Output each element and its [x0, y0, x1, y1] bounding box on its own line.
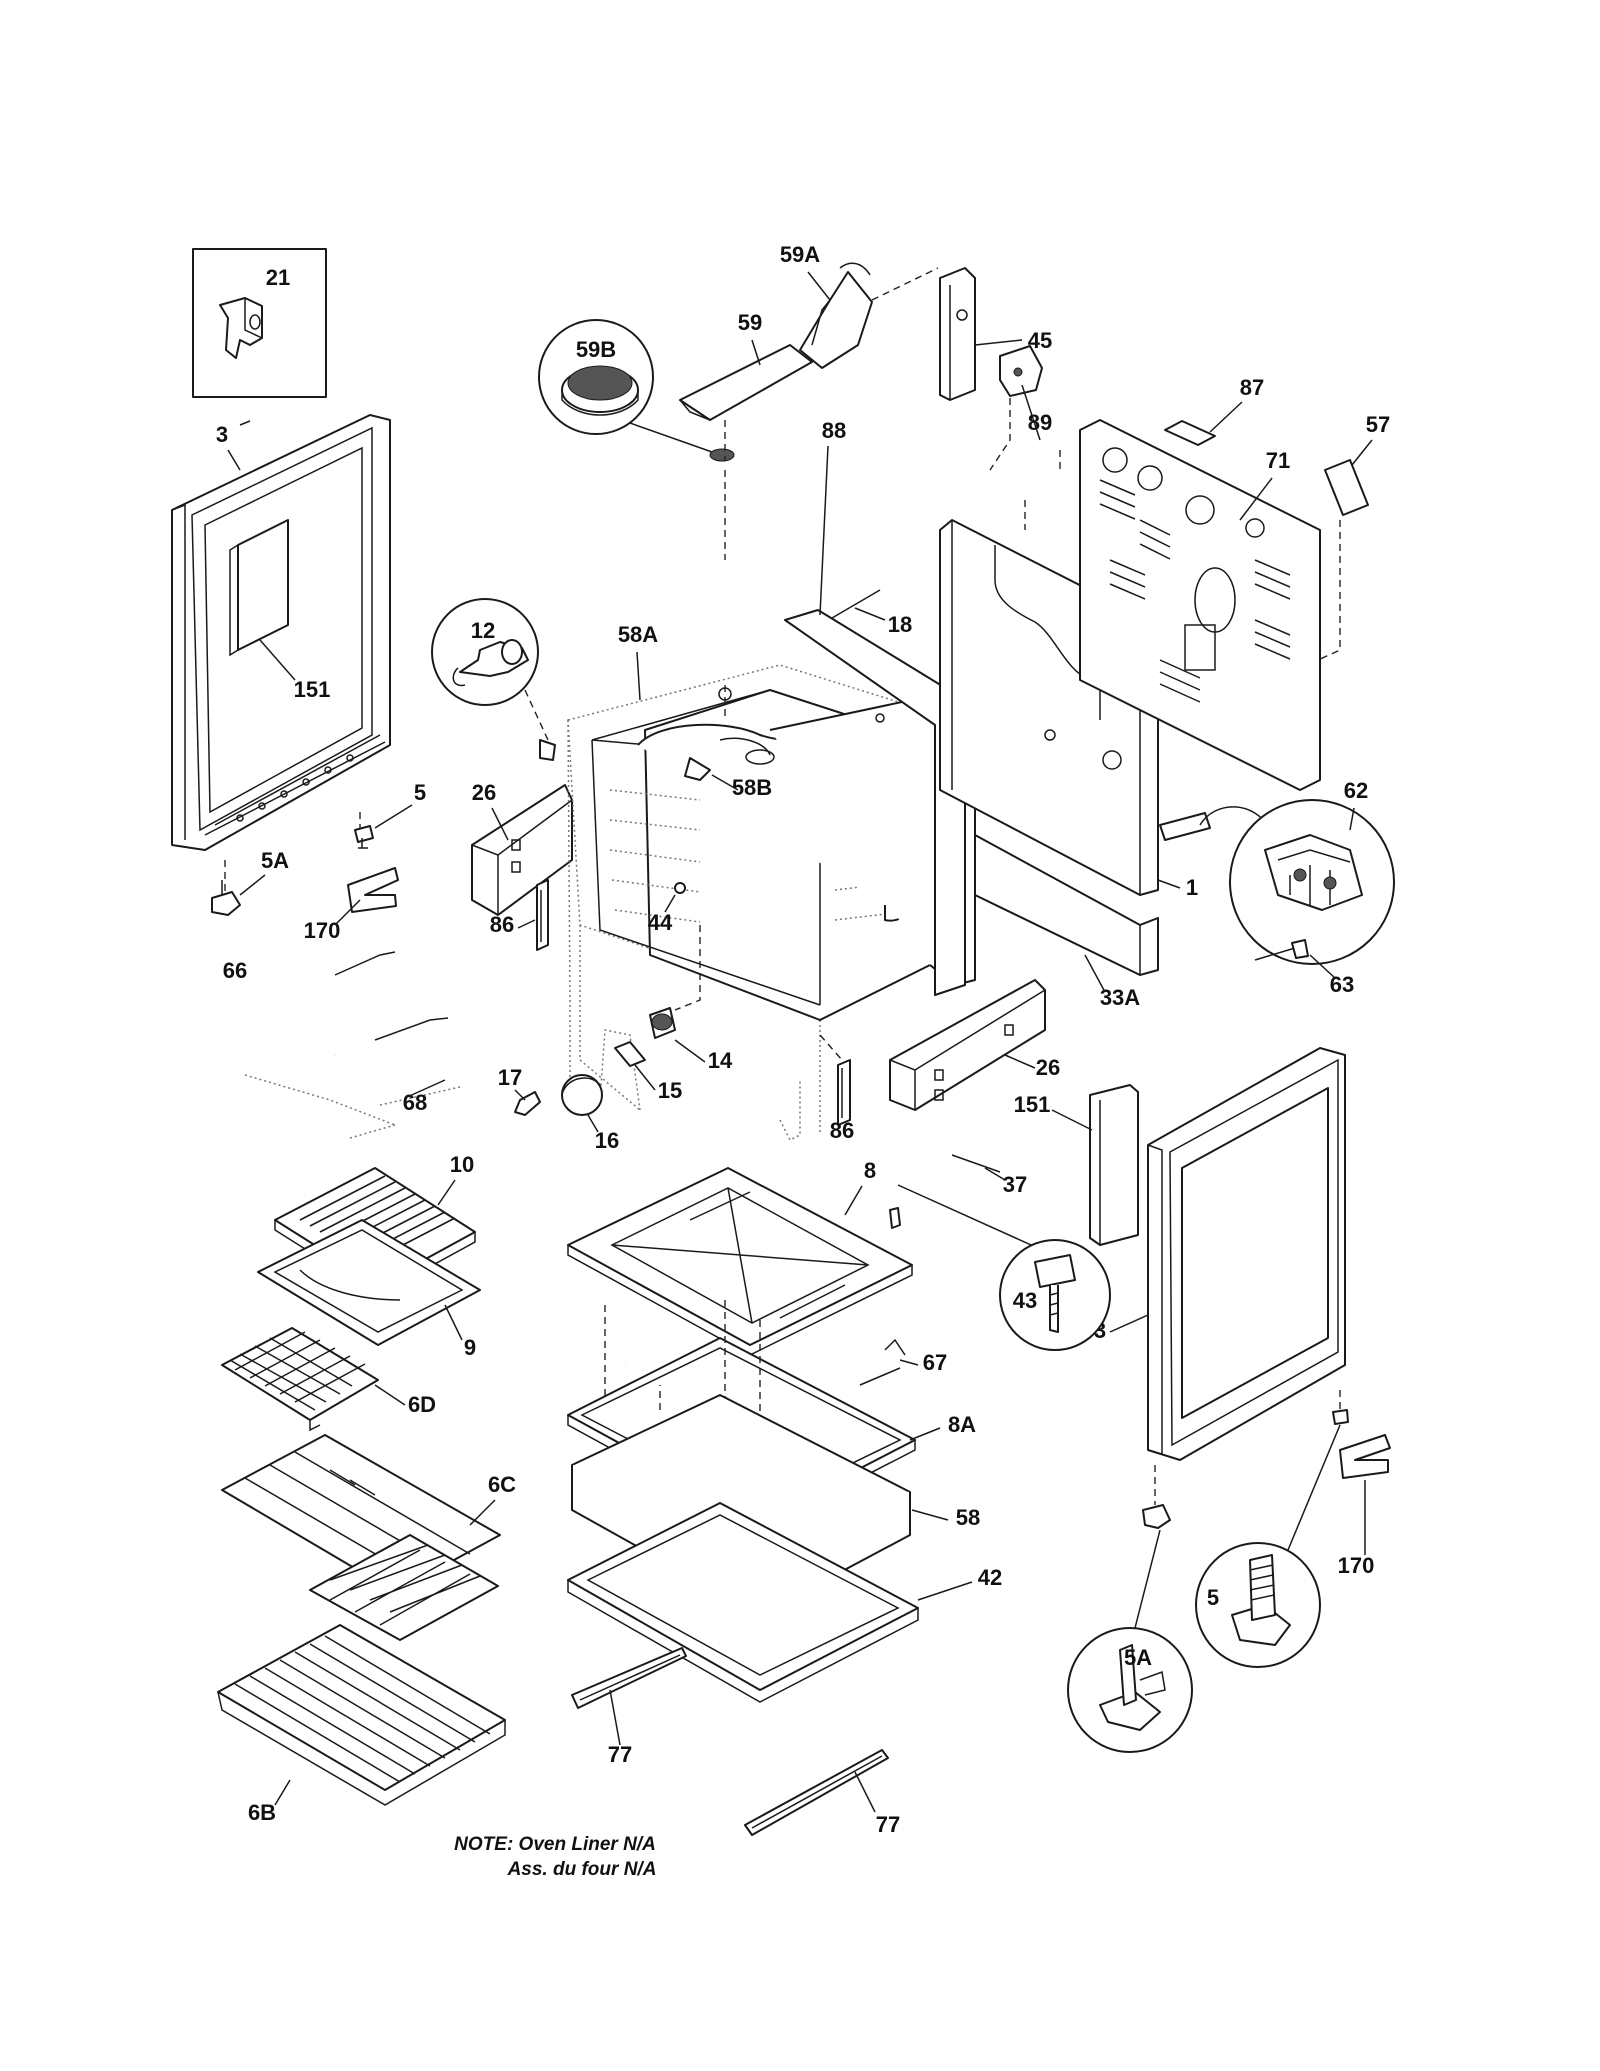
callout-59: 59: [738, 310, 762, 335]
callout-59B: 59B: [576, 337, 616, 362]
broil-pan-9: 9: [257, 1219, 481, 1360]
callout-87: 87: [1240, 375, 1264, 400]
callout-57: 57: [1366, 412, 1390, 437]
part-21-inset: 21: [192, 248, 327, 398]
lamp-assembly: 14 15 16 17: [498, 925, 733, 1153]
callout-43: 43: [1013, 1288, 1037, 1313]
bracket-86-right: 86: [819, 1034, 854, 1143]
slide-rail-77-right: 77: [744, 1749, 900, 1837]
broil-element-66: 66 68: [223, 951, 461, 1139]
callout-151-left: 151: [294, 677, 331, 702]
callout-58B: 88: [822, 418, 846, 443]
rack-6B: 6B: [217, 1624, 506, 1825]
callout-6C: 6C: [488, 1472, 516, 1497]
bracket-26-left: 26: [471, 780, 573, 916]
callout-3-left: 3: [216, 422, 228, 447]
back-cover-71: 71: [1079, 419, 1321, 791]
callout-58: 58: [956, 1505, 980, 1530]
callout-16: 16: [595, 1128, 619, 1153]
callout-66: 66: [223, 958, 247, 983]
callout-26-left: 26: [472, 780, 496, 805]
wire-88: 18: [831, 589, 912, 637]
frame-rail-33A: 33A: [974, 834, 1159, 1010]
callout-26-right: 26: [1036, 1055, 1060, 1080]
callout-77-left: 77: [608, 1742, 632, 1767]
rack-6D: 6D: [221, 1327, 436, 1432]
right-door-3: 3: [1094, 1047, 1349, 1529]
callout-77-right: 77: [876, 1812, 900, 1837]
slide-rail-77-left: 77: [571, 1647, 687, 1767]
callout-21: 21: [266, 265, 290, 290]
insulation-58B: 88: [784, 418, 966, 996]
bracket-89: 89: [989, 345, 1052, 471]
callout-170-left: 170: [304, 918, 341, 943]
callout-18: 58B: [732, 775, 772, 800]
part-59B-inset: 59B: [538, 319, 735, 462]
callout-14: 14: [708, 1048, 733, 1073]
callout-8A: 8A: [948, 1412, 976, 1437]
callout-10: 10: [450, 1152, 474, 1177]
oven-liner-58A: 58A 44 58B: [567, 622, 976, 1142]
callout-6B: 6B: [248, 1800, 276, 1825]
callout-5-right: 5: [1207, 1585, 1219, 1610]
callout-58A: 58A: [618, 622, 658, 647]
terminal-block-62: 62 63: [1159, 778, 1395, 997]
rack-6C: 6C: [221, 1434, 516, 1641]
callout-17: 17: [498, 1065, 522, 1090]
callout-86-right: 86: [830, 1118, 854, 1143]
cover-57: 57: [1317, 412, 1390, 661]
part-12-inset: 12: [431, 598, 556, 761]
callout-67: 67: [923, 1350, 947, 1375]
bracket-86-left: 86: [490, 879, 549, 951]
oven-liner-note: NOTE: Oven Liner N/A Ass. du four N/A: [454, 1834, 656, 1880]
callout-37: 37: [1003, 1172, 1027, 1197]
callout-33A: 33A: [1100, 985, 1140, 1010]
wire-37: 37: [951, 1154, 1027, 1197]
bottom-panel-8: 8 43: [567, 1158, 1111, 1356]
callout-5A-left: 5A: [261, 848, 289, 873]
callout-9: 9: [464, 1335, 476, 1360]
callout-12: 12: [471, 618, 495, 643]
callout-42: 42: [978, 1565, 1002, 1590]
callout-151-right: 151: [1014, 1092, 1051, 1117]
callout-8: 8: [864, 1158, 876, 1183]
vent-cover-45: 45: [939, 267, 1052, 401]
callout-62: 62: [1344, 778, 1368, 803]
callout-6D: 6D: [408, 1392, 436, 1417]
callout-86-left: 86: [490, 912, 514, 937]
left-door-3: 3 151: [171, 414, 391, 851]
callout-170-right: 170: [1338, 1553, 1375, 1578]
vent-duct-59A: 59A: [780, 242, 939, 369]
note-line-2: Ass. du four N/A: [507, 1859, 657, 1880]
note-line-1: NOTE: Oven Liner N/A: [454, 1834, 656, 1855]
callout-88: 18: [888, 612, 912, 637]
callout-15: 15: [658, 1078, 682, 1103]
callout-59A: 59A: [780, 242, 820, 267]
oven-bottom-frame-42: 42: [567, 1502, 1002, 1703]
vent-duct-59: 59: [679, 310, 813, 560]
right-hinge-parts: 170 5 5A: [1067, 1424, 1391, 1753]
broil-pan-insert-10: 10: [274, 1152, 476, 1296]
bracket-26-right: 26: [889, 979, 1060, 1111]
left-hinge-parts: 5 5A 170: [211, 780, 426, 943]
callout-5A-right: 5A: [1124, 1645, 1152, 1670]
callout-71: 71: [1266, 448, 1290, 473]
bracket-151-right: 151: [1014, 1084, 1139, 1246]
callout-5-left: 5: [414, 780, 426, 805]
tape-87: 87: [1164, 375, 1264, 446]
callout-44: 44: [648, 910, 673, 935]
callout-1: 1: [1186, 875, 1198, 900]
